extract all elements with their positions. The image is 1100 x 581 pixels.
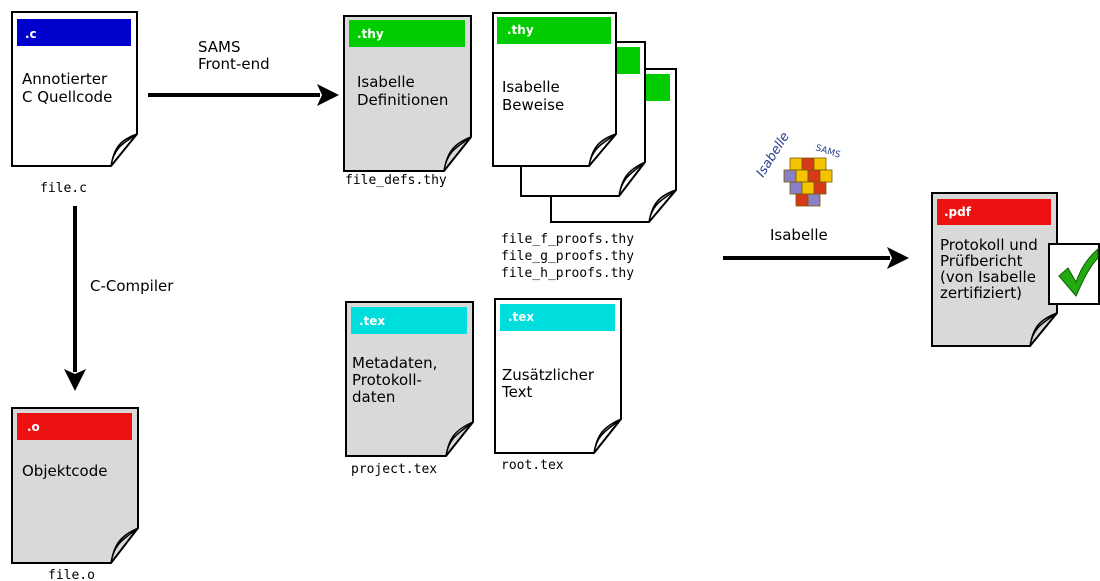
metadata-document: .tex Metadaten, Protokoll- daten — [345, 301, 474, 457]
file-type-label: .tex — [359, 314, 385, 328]
filename-proofs: file_f_proofs.thy file_g_proofs.thy file… — [501, 232, 642, 281]
document-sheet — [343, 15, 472, 172]
file-type-tag — [349, 20, 465, 47]
document-sheet — [11, 11, 138, 167]
isabelle-sams-logo: Isabelle SAMS — [754, 130, 842, 207]
filename-o: file.o — [48, 568, 95, 581]
defs-document: .thy Isabelle Definitionen — [343, 15, 472, 172]
isabelle-label: Isabelle — [770, 226, 828, 244]
objectcode-document: .o Objektcode — [11, 407, 139, 564]
document-sheet — [345, 301, 474, 457]
file-type-label: .pdf — [944, 205, 972, 219]
page-curl — [593, 418, 622, 454]
extra-text-document: .tex Zusätzlicher Text — [494, 298, 622, 454]
document-text: Protokoll und Prüfbericht (von Isabelle … — [940, 236, 1043, 302]
document-text: Objektcode — [22, 462, 107, 480]
page-curl — [445, 421, 474, 457]
file-type-tag — [17, 413, 132, 440]
file-type-label: .thy — [507, 23, 534, 37]
page-curl — [588, 133, 617, 167]
document-sheet — [931, 192, 1058, 347]
file-type-tag — [937, 199, 1051, 225]
filename-root-tex: root.tex — [501, 458, 564, 473]
proofs-document-stack: .thy Isabelle Beweise — [492, 12, 677, 223]
filename-defs: file_defs.thy — [345, 173, 447, 188]
document-text: Metadaten, Protokoll- daten — [352, 354, 442, 406]
file-type-tag — [497, 17, 611, 44]
report-document: .pdf Protokoll und Prüfbericht (von Isab… — [931, 192, 1058, 347]
page-curl — [1029, 312, 1058, 347]
document-text: Isabelle Definitionen — [357, 73, 448, 109]
file-type-label: .o — [27, 420, 40, 434]
document-sheet — [494, 298, 622, 454]
page-curl — [110, 133, 138, 167]
document-sheet — [492, 12, 617, 167]
document-text: Isabelle Beweise — [502, 78, 565, 114]
page-curl — [110, 527, 139, 564]
filename-c: file.c — [40, 181, 87, 196]
checkmark-icon — [1048, 243, 1100, 305]
file-type-label: .c — [25, 27, 37, 41]
c-source-document: .c Annotierter C Quellcode — [11, 11, 138, 167]
document-text: Zusätzlicher Text — [501, 366, 599, 401]
proof-document-front: .thy Isabelle Beweise — [492, 12, 617, 167]
document-text: Annotierter C Quellcode — [22, 70, 112, 106]
page-curl — [648, 189, 677, 223]
file-type-label: .tex — [508, 310, 534, 324]
logo-cubes — [783, 157, 833, 207]
frontend-label: SAMS Front-end — [198, 38, 270, 73]
filename-project-tex: project.tex — [351, 462, 437, 477]
compiler-label: C-Compiler — [90, 277, 174, 295]
document-sheet — [11, 407, 139, 564]
page-curl — [618, 161, 646, 197]
file-type-tag — [17, 19, 131, 46]
file-type-label: .thy — [357, 27, 384, 41]
file-type-tag — [500, 304, 615, 331]
file-type-tag — [351, 307, 467, 334]
page-curl — [443, 136, 472, 172]
